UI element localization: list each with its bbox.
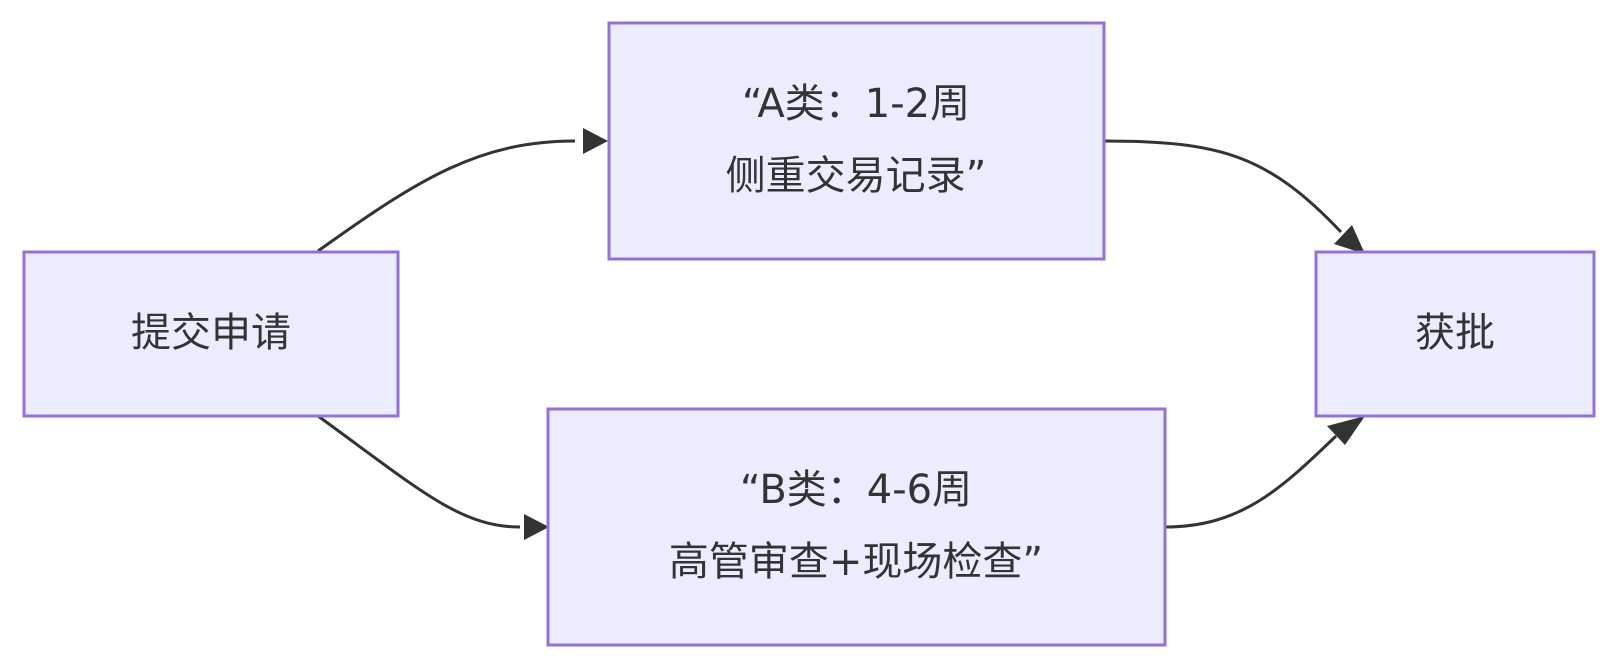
node-type-a[interactable]: “A类：1-2周 侧重交易记录” xyxy=(607,21,1106,261)
edge-line xyxy=(1103,139,1343,234)
node-label-line-2: 高管审查+现场检查” xyxy=(669,539,1043,585)
edge-type-a-to-approved xyxy=(1103,139,1365,254)
node-box xyxy=(607,21,1106,261)
edge-submit-to-type-a xyxy=(317,128,608,253)
node-box xyxy=(546,407,1167,647)
node-approved[interactable]: 获批 xyxy=(1314,250,1596,418)
arrow-head-icon xyxy=(524,514,549,540)
node-submit-application[interactable]: 提交申请 xyxy=(22,250,400,418)
arrow-head-icon xyxy=(1327,416,1365,445)
node-label: 提交申请 xyxy=(131,310,291,356)
node-type-b[interactable]: “B类：4-6周 高管审查+现场检查” xyxy=(546,407,1167,647)
edge-submit-to-type-b xyxy=(317,414,549,540)
node-label-line-2: 侧重交易记录” xyxy=(726,153,987,199)
arrow-head-icon xyxy=(1334,225,1365,254)
node-box xyxy=(22,250,400,418)
edge-type-b-to-approved xyxy=(1164,416,1365,529)
arrow-head-icon xyxy=(583,128,608,154)
edge-line xyxy=(317,414,521,529)
edge-line xyxy=(1164,434,1338,529)
edge-line xyxy=(317,139,576,253)
node-label: 获批 xyxy=(1415,310,1495,356)
node-label-line-1: “A类：1-2周 xyxy=(742,81,970,127)
node-box xyxy=(1314,250,1596,418)
edges xyxy=(317,128,1365,540)
node-label-line-1: “B类：4-6周 xyxy=(740,467,972,513)
